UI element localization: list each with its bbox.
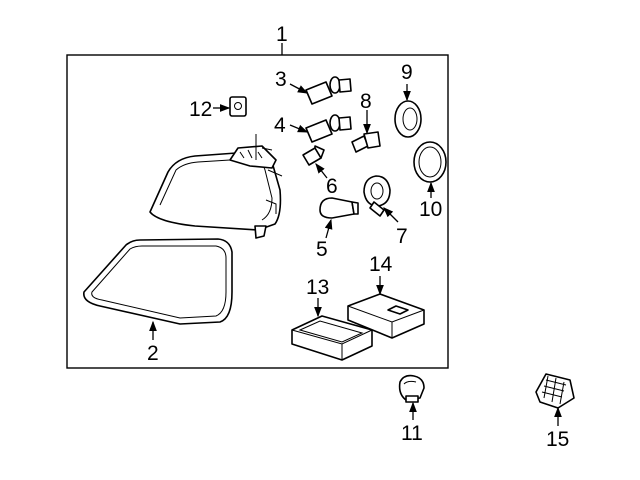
headlamp-lens bbox=[83, 238, 233, 325]
callout-11: 11 bbox=[401, 422, 423, 445]
leader-4 bbox=[289, 124, 309, 133]
socket-7 bbox=[363, 175, 391, 217]
bulb-4 bbox=[305, 114, 352, 143]
callout-8: 8 bbox=[360, 90, 372, 113]
callout-6: 6 bbox=[326, 175, 338, 198]
callout-10: 10 bbox=[419, 198, 442, 221]
callout-12: 12 bbox=[189, 98, 212, 121]
headlamp-housing bbox=[149, 134, 283, 239]
leader-5 bbox=[324, 218, 333, 239]
callout-3: 3 bbox=[275, 68, 287, 91]
bulb-5 bbox=[319, 197, 359, 219]
leader-3 bbox=[289, 83, 309, 94]
callout-4: 4 bbox=[274, 114, 286, 137]
ring-9 bbox=[394, 100, 422, 138]
control-module-13 bbox=[291, 315, 373, 361]
leader-7 bbox=[383, 207, 399, 223]
callout-7: 7 bbox=[396, 225, 408, 248]
clip-12 bbox=[229, 96, 247, 117]
callout-1: 1 bbox=[276, 23, 288, 46]
assembly-frame bbox=[66, 54, 449, 369]
igniter-11 bbox=[398, 374, 425, 403]
bulb-3 bbox=[305, 76, 352, 105]
callout-13: 13 bbox=[306, 276, 329, 299]
callout-5: 5 bbox=[316, 238, 328, 261]
bulb-8 bbox=[351, 131, 381, 153]
bulb-6 bbox=[302, 145, 325, 166]
leader-6 bbox=[315, 162, 328, 179]
cap-10 bbox=[413, 141, 447, 183]
connector-15 bbox=[535, 373, 575, 409]
callout-14: 14 bbox=[369, 253, 393, 276]
callout-9: 9 bbox=[401, 61, 413, 84]
callout-15: 15 bbox=[546, 428, 569, 451]
callout-2: 2 bbox=[147, 342, 159, 365]
